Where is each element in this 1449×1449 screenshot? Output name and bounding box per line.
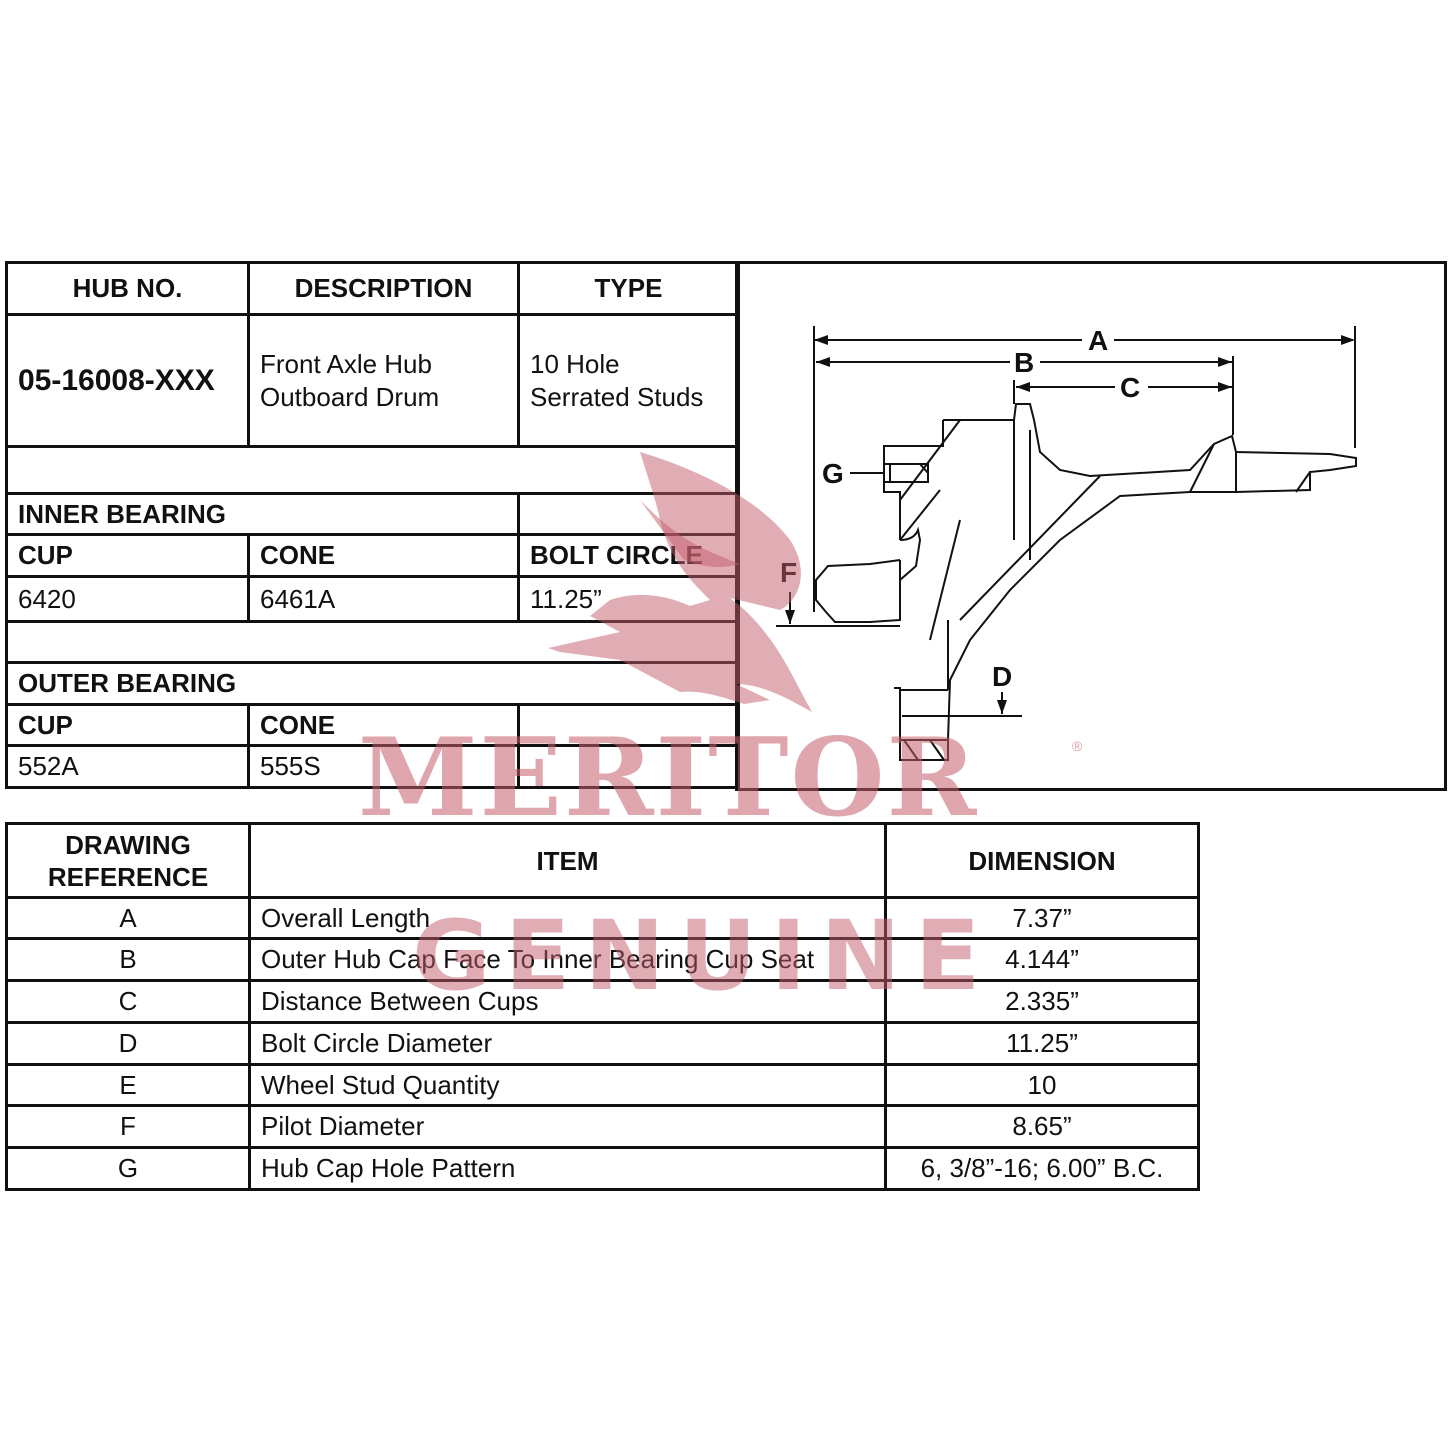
header-dimension: DIMENSION <box>884 822 1200 899</box>
header-item: ITEM <box>248 822 887 899</box>
row-item: Outer Hub Cap Face To Inner Bearing Cup … <box>248 937 887 982</box>
label-a: A <box>1088 325 1108 356</box>
header-ref-line-2: REFERENCE <box>47 861 209 892</box>
row-item: Distance Between Cups <box>248 979 887 1024</box>
header-type: TYPE <box>517 261 740 316</box>
label-b: B <box>1014 347 1034 378</box>
outer-cone-label: CONE <box>247 703 520 747</box>
inner-cup-value: 6420 <box>5 575 250 623</box>
type-line-2: Serrated Studs <box>530 381 704 412</box>
label-g: G <box>822 458 844 489</box>
inner-cone-value: 6461A <box>247 575 520 623</box>
row-item: Pilot Diameter <box>248 1104 887 1149</box>
label-f: F <box>780 557 797 588</box>
header-description: DESCRIPTION <box>247 261 520 316</box>
hub-type: 10 Hole Serrated Studs <box>517 313 740 448</box>
table-row: A Overall Length 7.37” <box>5 896 1200 940</box>
description-line-1: Front Axle Hub <box>260 348 432 379</box>
row-item: Overall Length <box>248 896 887 940</box>
inner-bearing-title: INNER BEARING <box>5 492 520 536</box>
table-row: B Outer Hub Cap Face To Inner Bearing Cu… <box>5 937 1200 982</box>
table-row: D Bolt Circle Diameter 11.25” <box>5 1021 1200 1066</box>
description-line-2: Outboard Drum <box>260 381 440 412</box>
label-c: C <box>1120 372 1140 403</box>
type-line-1: 10 Hole <box>530 348 620 379</box>
row-ref: B <box>5 937 251 982</box>
row-ref: A <box>5 896 251 940</box>
inner-cone-label: CONE <box>247 533 520 578</box>
dimensions-table: DRAWING REFERENCE ITEM DIMENSION A Overa… <box>5 822 1200 1191</box>
row-item: Hub Cap Hole Pattern <box>248 1146 887 1191</box>
row-dimension: 4.144” <box>884 937 1200 982</box>
row-ref: C <box>5 979 251 1024</box>
outer-cone-value: 555S <box>247 744 520 789</box>
outer-cup-value: 552A <box>5 744 250 789</box>
hub-number: 05-16008-XXX <box>5 313 250 448</box>
row-dimension: 2.335” <box>884 979 1200 1024</box>
row-ref: D <box>5 1021 251 1066</box>
row-item: Wheel Stud Quantity <box>248 1063 887 1107</box>
header-ref-line-1: DRAWING <box>65 829 191 860</box>
row-item: Bolt Circle Diameter <box>248 1021 887 1066</box>
header-drawing-reference: DRAWING REFERENCE <box>5 822 251 899</box>
row-dimension: 10 <box>884 1063 1200 1107</box>
hub-description: Front Axle Hub Outboard Drum <box>247 313 520 448</box>
header-hub-no: HUB NO. <box>5 261 250 316</box>
row-dimension: 11.25” <box>884 1021 1200 1066</box>
table-row: F Pilot Diameter 8.65” <box>5 1104 1200 1149</box>
row-ref: E <box>5 1063 251 1107</box>
table-row: C Distance Between Cups 2.335” <box>5 979 1200 1024</box>
row-dimension: 6, 3/8”-16; 6.00” B.C. <box>884 1146 1200 1191</box>
outer-cup-label: CUP <box>5 703 250 747</box>
outer-blank-value <box>517 744 740 789</box>
row-ref: F <box>5 1104 251 1149</box>
row-dimension: 8.65” <box>884 1104 1200 1149</box>
label-d: D <box>992 661 1012 692</box>
inner-cup-label: CUP <box>5 533 250 578</box>
row-ref: G <box>5 1146 251 1191</box>
table-row: G Hub Cap Hole Pattern 6, 3/8”-16; 6.00”… <box>5 1146 1200 1191</box>
table-row: E Wheel Stud Quantity 10 <box>5 1063 1200 1107</box>
row-dimension: 7.37” <box>884 896 1200 940</box>
